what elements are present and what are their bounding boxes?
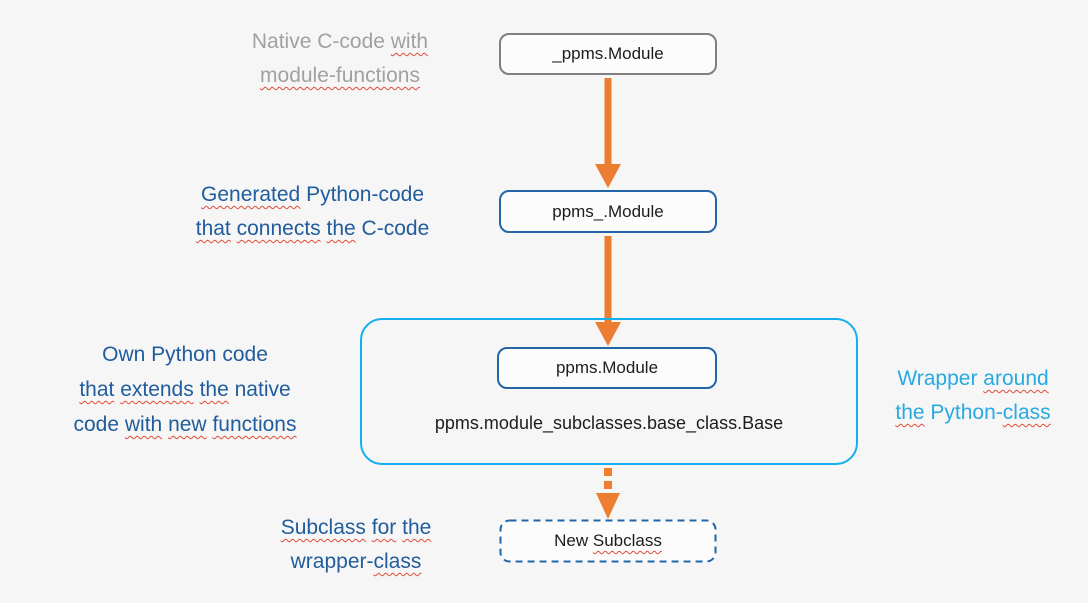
flow-arrow-python-to-wrapper	[595, 236, 621, 346]
node-ppms-c-module: _ppms.Module	[499, 33, 717, 75]
flow-arrow-wrapper-to-subclass	[596, 468, 620, 519]
node-new-subclass-label: New Subclass	[554, 531, 662, 550]
node-new-subclass: New Subclass	[499, 519, 717, 563]
base-class-path-text: ppms.module_subclasses.base_class.Base	[434, 413, 784, 433]
dashed-border	[499, 519, 717, 563]
node-ppms-c-module-label: _ppms.Module	[552, 44, 664, 63]
flow-arrow-c-to-python	[595, 78, 621, 188]
wrapper-container-box	[360, 318, 858, 465]
node-ppms-py-module: ppms_.Module	[499, 190, 717, 233]
node-ppms-module: ppms.Module	[497, 347, 717, 389]
node-ppms-module-label: ppms.Module	[555, 358, 659, 377]
node-ppms-py-module-label: ppms_.Module	[552, 201, 664, 221]
